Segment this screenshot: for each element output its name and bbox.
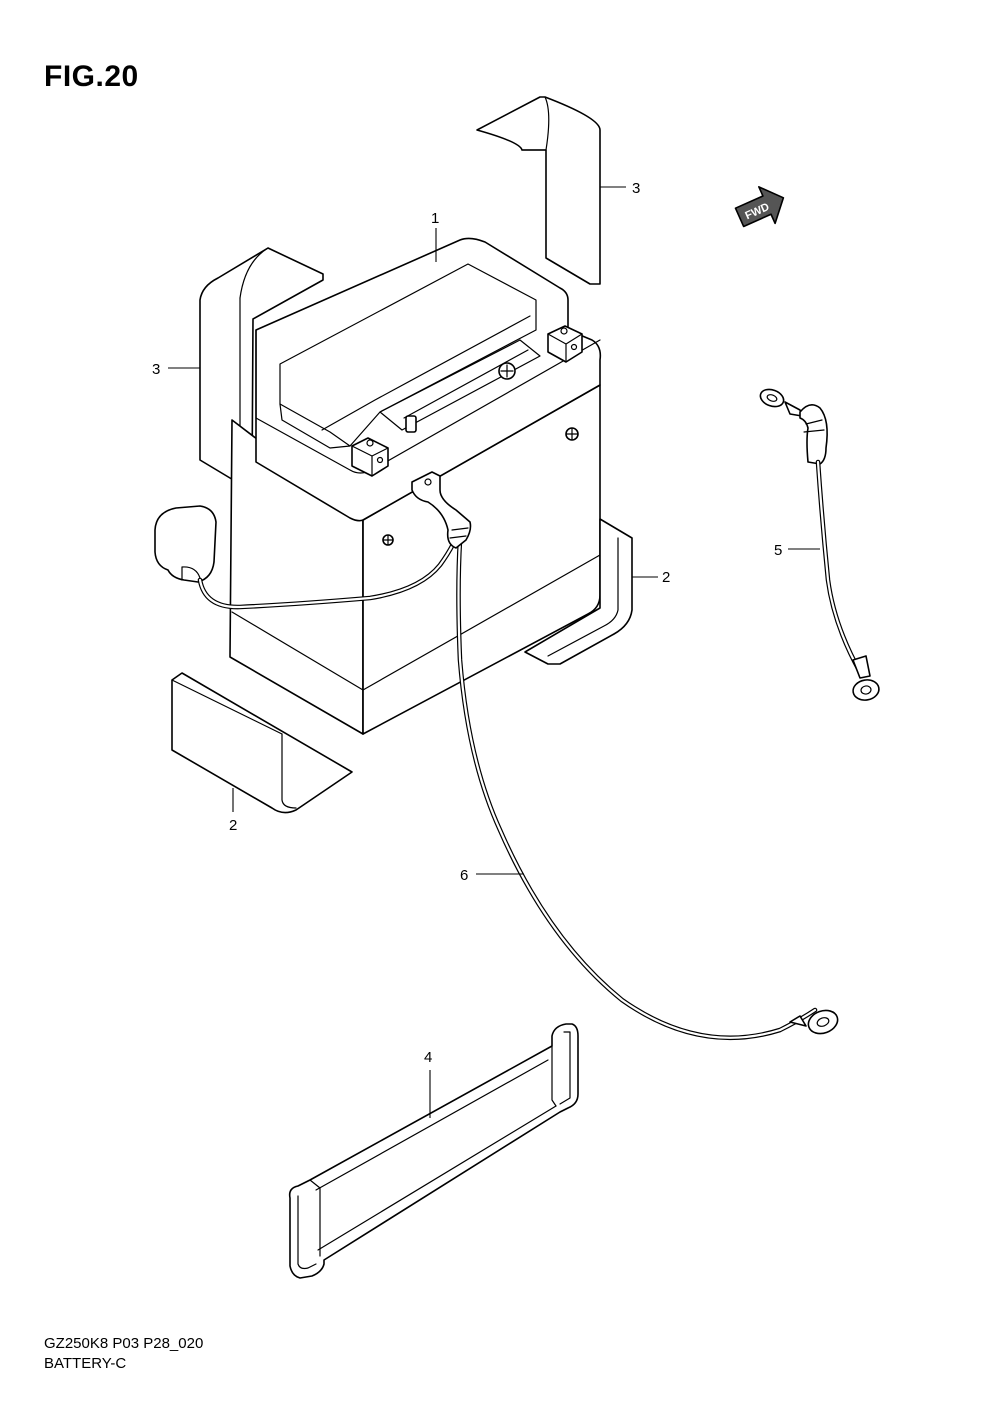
- battery-cable-long[interactable]: [411, 471, 841, 1041]
- leader-lines: [168, 186, 820, 1118]
- battery-pad-upper-right[interactable]: [476, 96, 601, 285]
- battery[interactable]: [229, 237, 602, 735]
- callout-part-4: 4: [424, 1049, 432, 1066]
- battery-holder-right[interactable]: [524, 518, 633, 665]
- diagram-code: GZ250K8 P03 P28_020: [44, 1335, 204, 1352]
- callout-part-3-left: 3: [152, 361, 160, 378]
- diagram-footer: GZ250K8 P03 P28_020 BATTERY-C: [44, 1334, 203, 1374]
- battery-cable-short[interactable]: [758, 386, 881, 702]
- figure-title: FIG.20: [44, 60, 139, 93]
- callout-part-1: 1: [431, 210, 439, 227]
- forward-direction-badge: FWD: [734, 186, 785, 228]
- battery-terminal-positive: [547, 325, 583, 363]
- callout-part-2-left: 2: [229, 817, 237, 834]
- callout-part-3-right: 3: [632, 180, 640, 197]
- callout-part-5: 5: [774, 542, 782, 559]
- diagram-name: BATTERY-C: [44, 1355, 127, 1372]
- battery-terminal-negative: [351, 415, 417, 477]
- callout-part-6: 6: [460, 867, 468, 884]
- terminal-cover-cap[interactable]: [154, 505, 463, 610]
- callout-part-2-right: 2: [662, 569, 670, 586]
- battery-band[interactable]: [288, 1023, 579, 1279]
- battery-holder-lower-left[interactable]: [171, 672, 353, 814]
